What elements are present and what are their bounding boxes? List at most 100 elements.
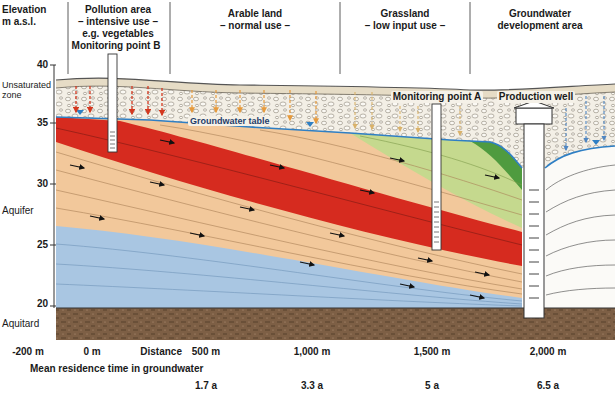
monitoring-tube: [108, 54, 117, 152]
distance-label: -200 m: [12, 346, 44, 358]
screen-slot: [434, 207, 439, 208]
residence-time: 1.7 a: [195, 380, 217, 392]
stream-line: [56, 170, 522, 282]
well-label: Production well: [497, 91, 575, 103]
recharge-arrow: [131, 86, 132, 114]
residence-time: 6.5 a: [537, 380, 559, 392]
groundwater-table-line: [545, 146, 615, 168]
recharge-arrow: [417, 106, 418, 132]
flow-arrow: [70, 165, 84, 168]
stream-line: [260, 130, 522, 200]
stream-line: [160, 125, 522, 215]
well-casing: [524, 124, 544, 318]
screen-slot: [434, 232, 439, 233]
screen-slot: [110, 148, 115, 149]
distance-label: 500 m: [192, 346, 220, 358]
distance-label: 1,500 m: [414, 346, 451, 358]
recharge-arrow: [75, 86, 76, 112]
screen-slot: [434, 237, 439, 238]
screen-slot: [434, 212, 439, 213]
column-subheading: – intensive use –: [78, 16, 158, 28]
recharge-arrow: [239, 90, 240, 112]
monitoring-label: Monitoring point B: [72, 40, 161, 52]
screen-slot: [110, 140, 115, 141]
well-screen: [529, 190, 539, 298]
column-heading: Groundwater development area: [485, 8, 595, 31]
screen-slot: [434, 202, 439, 203]
recharge-arrow: [161, 88, 162, 115]
aquifer-right: [545, 146, 615, 308]
screen-slot: [529, 190, 539, 191]
stream-line: [56, 208, 522, 294]
recharge-arrow: [371, 92, 372, 129]
water-table-symbol: [306, 122, 314, 127]
groundwater-table-line: [56, 117, 522, 168]
recharge-arrow: [263, 90, 264, 112]
flow-arrow: [160, 140, 174, 143]
screen-slot: [434, 217, 439, 218]
flow-arrow: [240, 207, 254, 210]
column-subheading: e.g. vegetables: [82, 28, 154, 40]
flow-arrow: [90, 216, 104, 219]
flow-arrow: [390, 158, 404, 161]
stream-line: [56, 244, 522, 301]
stream-line: [56, 190, 522, 289]
screen-slot: [529, 214, 539, 215]
column-heading: Pollution area: [85, 4, 151, 16]
axis-tick: [50, 65, 56, 66]
residence-time: 5 a: [425, 380, 439, 392]
stream-line: [56, 264, 522, 304]
screen-slot: [434, 222, 439, 223]
stream-line: [56, 128, 522, 245]
recharge-arrow: [147, 86, 148, 114]
separator-line: [340, 2, 341, 74]
screen-slot: [529, 238, 539, 239]
column-separators: [68, 2, 470, 74]
aquifer: [56, 117, 522, 308]
flow-arrow: [418, 258, 432, 261]
column-subheading: – low input use –: [365, 20, 446, 32]
axis-title: Distance: [140, 346, 182, 358]
screen-slot: [110, 132, 115, 133]
recharge-arrow: [315, 91, 316, 123]
flow-arrow: [475, 272, 489, 275]
tick-label: 30: [37, 178, 48, 190]
recharge-arrow: [585, 96, 586, 142]
filter-screen: [110, 132, 115, 148]
elevation-axis: [50, 65, 56, 308]
recharge-arrow: [191, 90, 192, 112]
column-heading: Grassland: [381, 8, 430, 20]
screen-slot: [529, 274, 539, 275]
zone-label: Aquifer: [2, 205, 34, 217]
residence-time: 3.3 a: [301, 380, 323, 392]
flow-arrow: [270, 165, 284, 168]
flow-arrow: [485, 175, 499, 178]
flow-arrow: [330, 233, 344, 236]
column-subheading: – normal use –: [220, 20, 290, 32]
stream-line: [546, 265, 615, 276]
recharge-arrow: [459, 106, 460, 135]
monitoring-tube: [432, 104, 441, 250]
monitoring-label: Monitoring point A: [391, 91, 484, 103]
distance-label: 1,000 m: [294, 346, 331, 358]
tick-label: 40: [37, 59, 48, 71]
stream-line: [546, 288, 615, 295]
stream-line: [546, 240, 615, 256]
well-house: [516, 108, 552, 124]
recharge-arrow: [289, 90, 290, 120]
flow-arrow: [400, 284, 414, 287]
stream-line: [546, 190, 615, 212]
screen-slot: [529, 262, 539, 263]
screen-slot: [529, 250, 539, 251]
column-heading: Arable land: [228, 8, 282, 20]
recharge-arrow: [399, 106, 400, 131]
water-table-symbol: [76, 110, 84, 115]
recharge-arrow: [354, 92, 355, 128]
filter-screen: [434, 202, 439, 242]
water-table-label: Groundwater table: [188, 116, 272, 126]
recharge-arrow: [89, 86, 90, 112]
distance-label: 0 m: [83, 346, 100, 358]
stream-line: [546, 215, 615, 235]
stream-line: [546, 165, 615, 190]
